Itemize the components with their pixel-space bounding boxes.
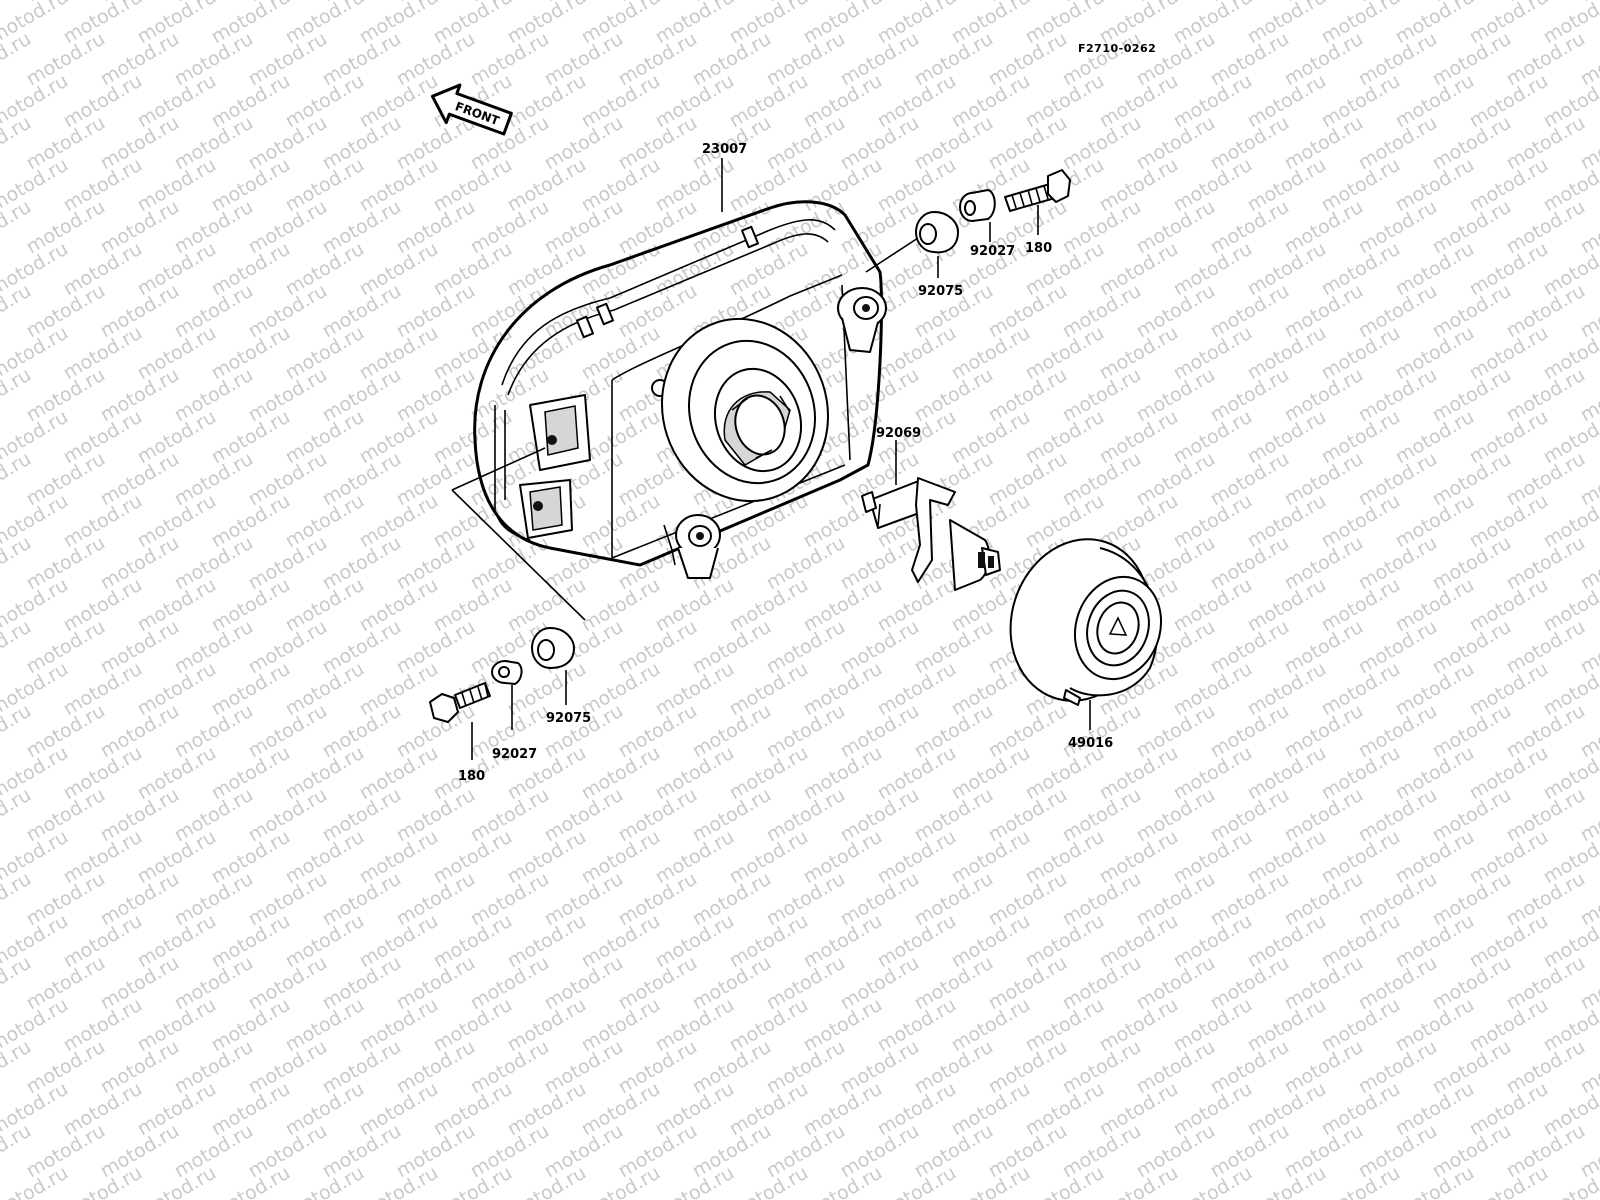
label-bolt-upper: 180 [1025, 241, 1052, 256]
label-collar-lower: 92027 [492, 747, 537, 762]
grommet-lower [531, 627, 575, 669]
label-socket-cover: 49016 [1068, 736, 1113, 751]
label-grommet-upper: 92075 [918, 284, 963, 299]
collar-upper [959, 189, 996, 222]
label-bolt-lower: 180 [458, 769, 485, 784]
label-bulb: 92069 [876, 426, 921, 441]
label-collar-upper: 92027 [970, 244, 1015, 259]
watermark-text: motod.ru [1577, 0, 1600, 6]
grommet-upper [915, 211, 959, 254]
collar-lower [491, 660, 523, 685]
label-grommet-lower: 92075 [546, 711, 591, 726]
drawing-code: F2710-0262 [1078, 42, 1156, 55]
label-headlight-unit: 23007 [702, 142, 747, 157]
